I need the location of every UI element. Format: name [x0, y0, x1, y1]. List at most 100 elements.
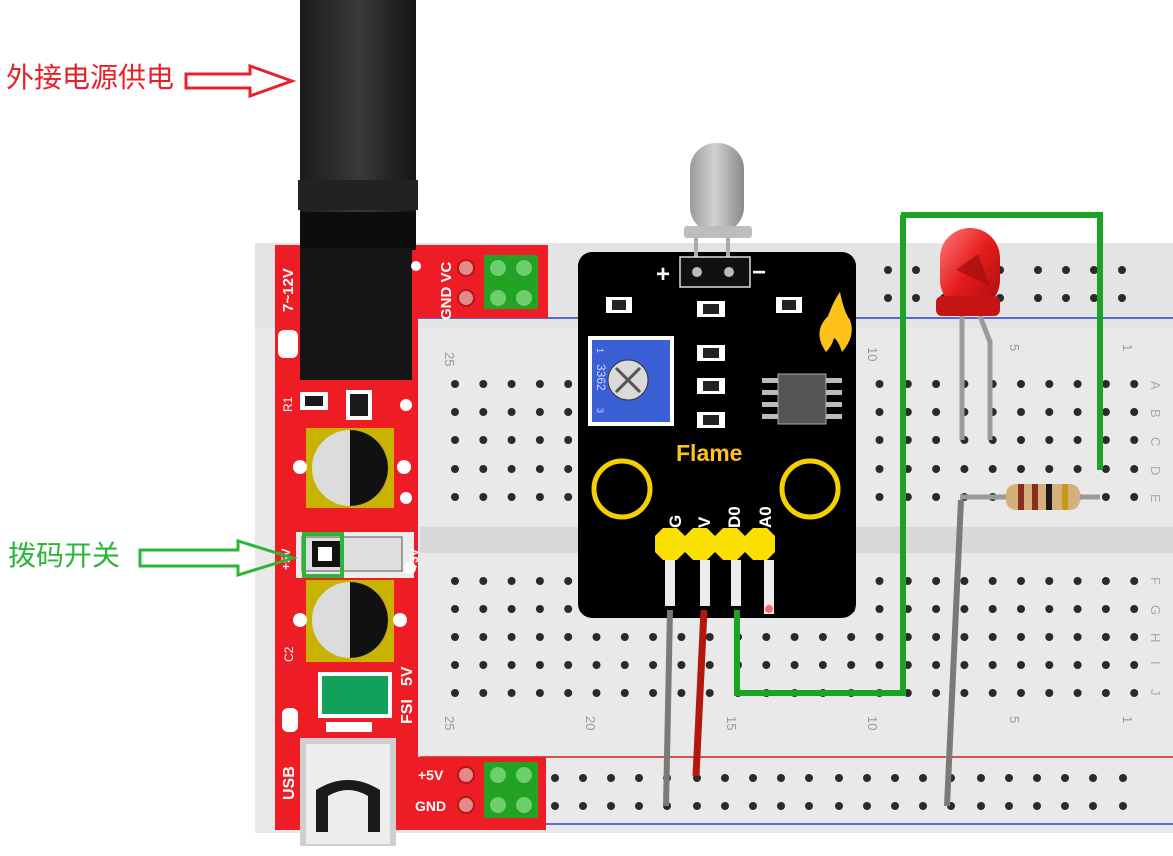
breadboard-hole: [1033, 774, 1041, 782]
breadboard-hole: [1045, 380, 1054, 388]
mounting-hole-left: [591, 458, 653, 520]
breadboard-hole: [835, 774, 843, 782]
breadboard-hole: [762, 633, 771, 641]
breadboard-hole: [1017, 380, 1025, 388]
breadboard-hole: [988, 689, 997, 697]
breadboard-hole: [479, 465, 488, 473]
wires: [663, 212, 1103, 807]
output-plus-label: +5V: [418, 767, 444, 783]
breadboard-hole: [875, 493, 884, 501]
jack-voltage-label: 7~12V: [280, 268, 297, 312]
breadboard-hole: [1101, 493, 1110, 501]
breadboard-hole: [1118, 294, 1126, 302]
pin-label-d0: D0: [725, 506, 744, 528]
breadboard-hole: [960, 689, 969, 697]
indicator-led-top: [457, 259, 475, 277]
breadboard-hole: [1130, 493, 1139, 501]
resistor: [960, 484, 1100, 510]
breadboard-hole: [1017, 436, 1025, 444]
breadboard-hole: [451, 633, 459, 641]
row-letter-e: E: [1148, 494, 1163, 503]
breadboard-hole: [875, 465, 884, 473]
breadboard-hole: [1073, 380, 1082, 388]
breadboard-hole: [1130, 661, 1139, 669]
column-number-bottom-25: 25: [442, 716, 457, 730]
breadboard-hole: [607, 802, 615, 810]
breadboard-hole: [507, 493, 516, 501]
breadboard-hole: [1062, 266, 1070, 274]
breadboard-hole: [451, 465, 459, 473]
breadboard-hole: [818, 661, 827, 669]
breadboard-hole: [1130, 465, 1139, 473]
row-letter-i: I: [1148, 661, 1163, 665]
breadboard-hole: [1089, 802, 1097, 810]
breadboard-hole: [847, 661, 856, 669]
breadboard-hole: [507, 661, 516, 669]
breadboard-hole: [1017, 577, 1025, 585]
breadboard-hole: [693, 802, 701, 810]
breadboard-hole: [1130, 380, 1139, 388]
breadboard-hole: [479, 408, 488, 416]
breadboard-hole: [551, 774, 559, 782]
breadboard-hole: [960, 661, 969, 669]
breadboard-hole: [721, 802, 729, 810]
breadboard-hole: [479, 605, 488, 613]
breadboard-hole: [451, 577, 459, 585]
breadboard-hole: [1017, 465, 1025, 473]
breadboard-hole: [1017, 408, 1025, 416]
breadboard-hole: [535, 493, 544, 501]
switch-right-label: +3V: [407, 548, 421, 570]
breadboard-hole: [677, 689, 686, 697]
breadboard-hole: [875, 661, 884, 669]
breadboard-hole: [749, 802, 757, 810]
breadboard-hole: [535, 605, 544, 613]
breadboard-hole: [805, 774, 813, 782]
breadboard-hole: [932, 661, 941, 669]
breadboard-hole: [649, 633, 658, 641]
breadboard-hole: [721, 774, 729, 782]
breadboard-hole: [564, 465, 573, 473]
pin-label-v: V: [695, 516, 714, 528]
breadboard-hole: [564, 577, 573, 585]
ir-minus-label: −: [752, 259, 766, 286]
breadboard-hole: [1101, 633, 1110, 641]
breadboard-hole: [875, 577, 884, 585]
breadboard-hole: [777, 774, 785, 782]
breadboard-hole: [451, 605, 459, 613]
row-letter-f: F: [1148, 577, 1163, 585]
breadboard-hole: [564, 436, 573, 444]
switch-highlight-box: [302, 532, 344, 578]
breadboard-hole: [884, 294, 892, 302]
breadboard-hole: [1073, 633, 1082, 641]
breadboard-hole: [649, 661, 658, 669]
breadboard-hole: [919, 774, 927, 782]
breadboard-hole: [1005, 802, 1013, 810]
row-letter-a: A: [1148, 381, 1163, 390]
breadboard-hole: [762, 661, 771, 669]
breadboard-hole: [818, 633, 827, 641]
breadboard-hole: [1073, 465, 1082, 473]
breadboard-hole: [1005, 774, 1013, 782]
breadboard-hole: [863, 774, 871, 782]
breadboard-hole: [932, 436, 941, 444]
breadboard-hole: [790, 633, 799, 641]
breadboard-hole: [592, 661, 601, 669]
breadboard-hole: [1045, 436, 1054, 444]
breadboard-hole: [891, 774, 899, 782]
breadboard-hole: [1062, 294, 1070, 302]
switch-callout-label: 拨码开关: [8, 539, 121, 572]
dc-power-jack: [298, 0, 421, 380]
comparator-chip: [777, 373, 827, 425]
breadboard-hole: [705, 633, 714, 641]
pin-label-g: G: [666, 515, 685, 528]
fuse-fsi-label: FSI: [399, 699, 416, 724]
breadboard-hole: [607, 774, 615, 782]
green-wire-signal: [734, 215, 906, 696]
breadboard-hole: [988, 661, 997, 669]
column-number-bottom-5: 5: [1007, 716, 1022, 723]
breadboard-hole: [592, 689, 601, 697]
breadboard-hole: [479, 380, 488, 388]
breadboard-hole: [1073, 408, 1082, 416]
breadboard-hole: [451, 408, 459, 416]
